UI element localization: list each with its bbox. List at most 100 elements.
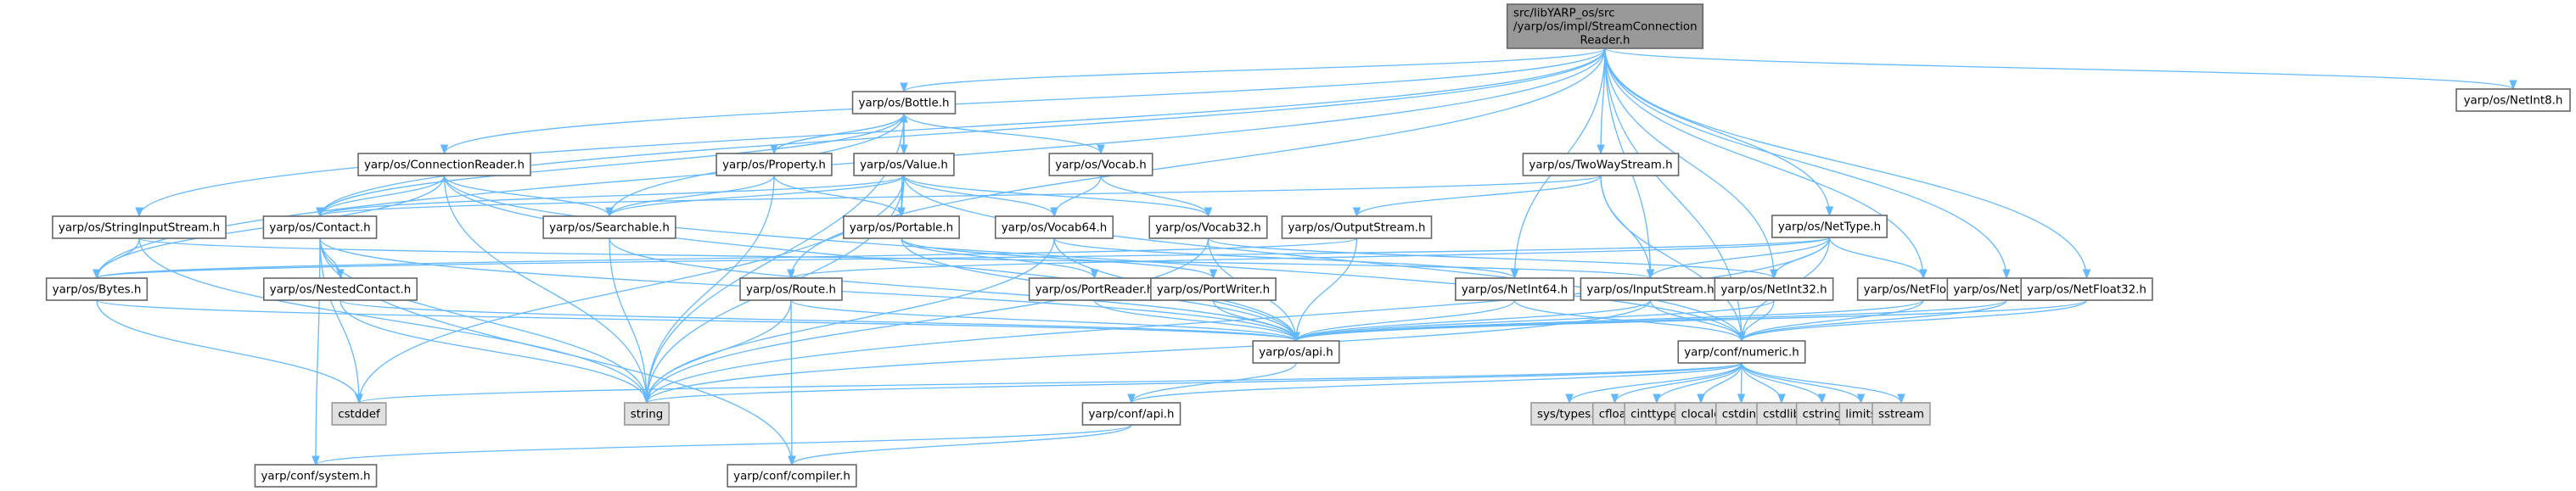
node-box-contact[interactable] bbox=[262, 215, 378, 239]
node-box-vocab[interactable] bbox=[1048, 153, 1153, 176]
edge-root-to-contact bbox=[319, 47, 1606, 217]
nodes-layer: src/libYARP_os/src/yarp/os/impl/StreamCo… bbox=[45, 3, 2571, 488]
node-box-system[interactable] bbox=[254, 464, 378, 488]
node-box-portable[interactable] bbox=[843, 215, 960, 239]
node-box-root[interactable] bbox=[1506, 3, 1704, 49]
node-box-twoway[interactable] bbox=[1522, 153, 1680, 176]
node-osapi[interactable]: yarp/os/api.h bbox=[1252, 340, 1340, 364]
node-connreader[interactable]: yarp/os/ConnectionReader.h bbox=[357, 153, 531, 176]
edge-netfloat64-to-numeric bbox=[1741, 299, 1924, 342]
edge-root-to-netint32 bbox=[1604, 47, 1775, 279]
edge-value-to-numeric bbox=[903, 175, 1743, 342]
node-root[interactable]: src/libYARP_os/src/yarp/os/impl/StreamCo… bbox=[1506, 3, 1704, 49]
edge-property-to-portable bbox=[773, 175, 902, 217]
node-box-netint64[interactable] bbox=[1455, 277, 1574, 301]
node-box-connreader[interactable] bbox=[357, 153, 531, 176]
arrowhead-root-to-connreader bbox=[440, 144, 449, 155]
node-portable[interactable]: yarp/os/Portable.h bbox=[843, 215, 960, 239]
node-vocab[interactable]: yarp/os/Vocab.h bbox=[1048, 153, 1153, 176]
edge-twoway-to-numeric bbox=[1600, 175, 1743, 342]
node-portwriter[interactable]: yarp/os/PortWriter.h bbox=[1150, 277, 1277, 301]
node-nested[interactable]: yarp/os/NestedContact.h bbox=[263, 277, 418, 301]
node-label-string: string bbox=[631, 409, 663, 421]
node-box-numeric[interactable] bbox=[1677, 340, 1806, 364]
edge-connreader-to-contact bbox=[319, 175, 446, 217]
node-label-root: Reader.h bbox=[1580, 35, 1630, 47]
edge-connreader-to-string bbox=[443, 175, 648, 404]
edge-netint32-to-osapi bbox=[1295, 299, 1775, 342]
node-compiler[interactable]: yarp/conf/compiler.h bbox=[727, 464, 857, 488]
node-box-outputstream[interactable] bbox=[1281, 215, 1433, 239]
node-box-cstring[interactable] bbox=[1795, 402, 1849, 426]
node-label-inputstream: yarp/os/InputStream.h bbox=[1586, 284, 1714, 297]
edge-root-to-bottle bbox=[903, 47, 1606, 92]
node-box-bytes[interactable] bbox=[45, 277, 149, 301]
edge-numeric-to-systypes bbox=[1569, 362, 1743, 404]
node-box-compiler[interactable] bbox=[727, 464, 857, 488]
node-box-cstddef[interactable] bbox=[331, 402, 387, 426]
arrowhead-numeric-to-confapi bbox=[1127, 393, 1136, 405]
node-box-route[interactable] bbox=[739, 277, 843, 301]
edge-contact-to-string bbox=[319, 237, 648, 404]
edge-route-to-osapi bbox=[790, 299, 1297, 342]
node-searchable[interactable]: yarp/os/Searchable.h bbox=[542, 215, 676, 239]
node-value[interactable]: yarp/os/Value.h bbox=[853, 153, 955, 176]
node-portreader[interactable]: yarp/os/PortReader.h bbox=[1028, 277, 1161, 301]
node-box-vocab32[interactable] bbox=[1148, 215, 1268, 239]
edge-property-to-bottle bbox=[773, 113, 905, 154]
node-label-netfloat32: yarp/os/NetFloat32.h bbox=[2027, 284, 2147, 297]
node-box-string[interactable] bbox=[623, 402, 671, 426]
node-vocab64[interactable]: yarp/os/Vocab64.h bbox=[994, 215, 1114, 239]
node-box-portwriter[interactable] bbox=[1150, 277, 1277, 301]
node-box-confapi[interactable] bbox=[1081, 402, 1181, 426]
node-cstddef[interactable]: cstddef bbox=[331, 402, 387, 426]
node-label-contact: yarp/os/Contact.h bbox=[269, 222, 370, 235]
node-box-value[interactable] bbox=[853, 153, 955, 176]
node-outputstream[interactable]: yarp/os/OutputStream.h bbox=[1281, 215, 1433, 239]
node-nettype[interactable]: yarp/os/NetType.h bbox=[1771, 215, 1888, 238]
node-box-nettype[interactable] bbox=[1771, 215, 1888, 238]
node-inputstream[interactable]: yarp/os/InputStream.h bbox=[1580, 277, 1721, 301]
node-box-property[interactable] bbox=[716, 153, 833, 176]
node-box-netint8[interactable] bbox=[2455, 88, 2571, 112]
arrowhead-portable-to-portwriter bbox=[1209, 269, 1218, 280]
node-box-inputstream[interactable] bbox=[1580, 277, 1721, 301]
node-label-twoway: yarp/os/TwoWayStream.h bbox=[1529, 159, 1672, 172]
node-numeric[interactable]: yarp/conf/numeric.h bbox=[1677, 340, 1806, 364]
node-box-osapi[interactable] bbox=[1252, 340, 1340, 364]
node-cstring[interactable]: cstring bbox=[1795, 402, 1849, 426]
node-label-vocab32: yarp/os/Vocab32.h bbox=[1155, 222, 1261, 235]
node-box-stringinput[interactable] bbox=[52, 215, 227, 239]
node-box-nested[interactable] bbox=[263, 277, 418, 301]
arrowhead-numeric-to-cfloat bbox=[1610, 393, 1619, 405]
edge-property-to-string bbox=[646, 175, 775, 404]
node-netint32[interactable]: yarp/os/NetInt32.h bbox=[1714, 277, 1834, 301]
node-label-bottle: yarp/os/Bottle.h bbox=[859, 98, 950, 110]
node-property[interactable]: yarp/os/Property.h bbox=[716, 153, 833, 176]
node-netint64[interactable]: yarp/os/NetInt64.h bbox=[1455, 277, 1574, 301]
node-box-netint32[interactable] bbox=[1714, 277, 1834, 301]
node-bytes[interactable]: yarp/os/Bytes.h bbox=[45, 277, 149, 301]
node-bottle[interactable]: yarp/os/Bottle.h bbox=[851, 91, 957, 114]
edge-numeric-to-limits bbox=[1741, 362, 1862, 404]
node-box-bottle[interactable] bbox=[851, 91, 957, 114]
node-label-nettype: yarp/os/NetType.h bbox=[1778, 221, 1881, 234]
edge-nested-to-osapi bbox=[340, 299, 1297, 342]
node-netint8[interactable]: yarp/os/NetInt8.h bbox=[2455, 88, 2571, 112]
node-box-netfloat32[interactable] bbox=[2020, 277, 2153, 301]
node-netfloat32[interactable]: yarp/os/NetFloat32.h bbox=[2020, 277, 2153, 301]
node-box-vocab64[interactable] bbox=[994, 215, 1114, 239]
arrowhead-root-to-netint8 bbox=[2509, 80, 2517, 91]
node-confapi[interactable]: yarp/conf/api.h bbox=[1081, 402, 1181, 426]
node-stringinput[interactable]: yarp/os/StringInputStream.h bbox=[52, 215, 227, 239]
node-system[interactable]: yarp/conf/system.h bbox=[254, 464, 378, 488]
node-box-searchable[interactable] bbox=[542, 215, 676, 239]
node-twoway[interactable]: yarp/os/TwoWayStream.h bbox=[1522, 153, 1680, 176]
node-box-sstream[interactable] bbox=[1872, 402, 1931, 426]
node-vocab32[interactable]: yarp/os/Vocab32.h bbox=[1148, 215, 1268, 239]
node-contact[interactable]: yarp/os/Contact.h bbox=[262, 215, 378, 239]
edge-nettype-to-bytes bbox=[96, 237, 1831, 279]
node-route[interactable]: yarp/os/Route.h bbox=[739, 277, 843, 301]
node-string[interactable]: string bbox=[623, 402, 671, 426]
node-sstream[interactable]: sstream bbox=[1872, 402, 1931, 426]
